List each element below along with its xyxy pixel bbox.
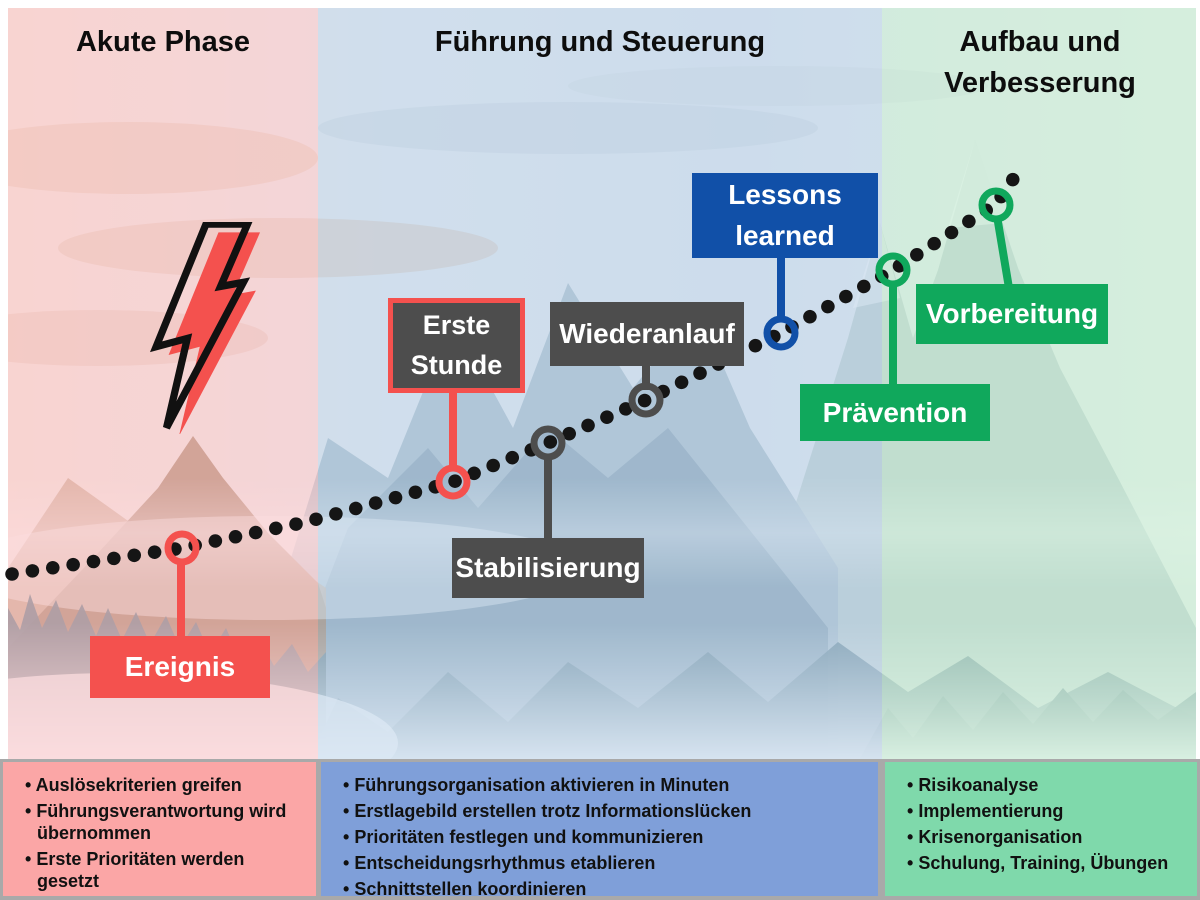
bullet-item: Auslösekriterien greifen	[19, 775, 308, 797]
milestone-lessons-learned: Lessons learned	[692, 173, 878, 258]
milestone-ereignis: Ereignis	[90, 636, 270, 698]
bullet-item: Schnittstellen koordinieren	[337, 879, 870, 900]
phase-title-aufbau: Aufbau und Verbesserung	[944, 26, 1136, 99]
bullet-list-aufbau: Risikoanalyse Implementierung Krisenorga…	[885, 762, 1197, 875]
panel-fuehrung-steuerung: Führungsorganisation aktivieren in Minut…	[321, 762, 878, 899]
bullet-item: Krisenorganisation	[901, 827, 1189, 849]
bullet-item: Implementierung	[901, 801, 1189, 823]
milestone-label: Wiederanlauf	[559, 318, 735, 349]
milestone-label: Stabilisierung	[455, 552, 641, 583]
milestone-label: Erste Stunde	[410, 310, 503, 380]
milestone-erste-stunde: Erste Stunde	[388, 298, 525, 393]
panel-aufbau-verbesserung: Risikoanalyse Implementierung Krisenorga…	[885, 762, 1197, 896]
milestone-vorbereitung: Vorbereitung	[916, 284, 1108, 344]
milestone-praevention: Prävention	[800, 384, 990, 441]
bullet-item: Erstlagebild erstellen trotz Information…	[337, 801, 870, 823]
lightning-bolt-icon	[150, 222, 261, 434]
bullet-item: Risikoanalyse	[901, 775, 1189, 797]
milestone-label: Prävention	[822, 396, 968, 428]
milestone-label: Lessons learned	[728, 178, 842, 251]
bullet-item: Schulung, Training, Übungen	[901, 853, 1189, 875]
bullet-item: Führungsverantwortung wird übernommen	[19, 801, 308, 845]
milestone-wiederanlauf: Wiederanlauf	[550, 302, 744, 366]
phase-title-fuehrung: Führung und Steuerung	[434, 26, 766, 58]
phase-title-akute: Akute Phase	[75, 26, 251, 58]
bullet-list-fuehrung: Führungsorganisation aktivieren in Minut…	[321, 762, 878, 900]
bullet-item: Prioritäten festlegen und kommunizieren	[337, 827, 870, 849]
bullet-list-akute: Auslösekriterien greifen Führungsverantw…	[3, 762, 316, 893]
panel-akute-phase: Auslösekriterien greifen Führungsverantw…	[3, 762, 316, 896]
milestone-label: Vorbereitung	[925, 298, 1099, 329]
milestone-stabilisierung: Stabilisierung	[452, 538, 644, 598]
bullet-item: Erste Prioritäten werden gesetzt	[19, 849, 308, 893]
milestone-label: Ereignis	[124, 651, 236, 682]
bullet-item: Entscheidungsrhythmus etablieren	[337, 853, 870, 875]
bullet-item: Führungsorganisation aktivieren in Minut…	[337, 775, 870, 797]
